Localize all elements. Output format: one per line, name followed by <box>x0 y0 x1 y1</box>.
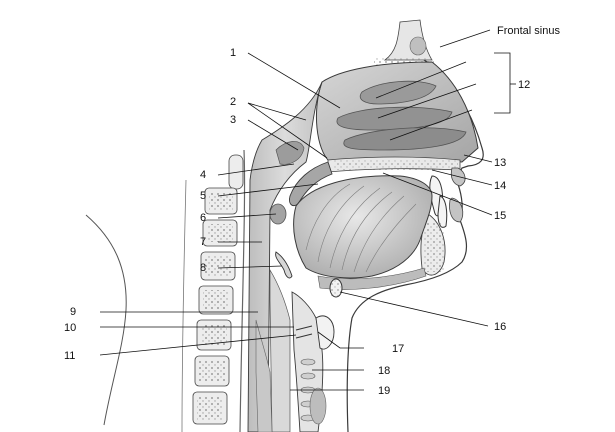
label-5: 5 <box>200 190 206 202</box>
frontal-sinus-cavity <box>409 36 427 56</box>
head-back-outline <box>85 214 127 426</box>
label-7: 7 <box>200 236 206 248</box>
label-2: 2 <box>230 96 236 108</box>
vocal-folds <box>295 325 313 339</box>
esophagus <box>255 319 273 432</box>
label-frontal-sinus: Frontal sinus <box>497 25 560 37</box>
label-15: 15 <box>494 210 506 222</box>
label-17: 17 <box>392 343 404 355</box>
laryngopharynx <box>269 268 291 432</box>
label-10: 10 <box>64 322 76 334</box>
label-8: 8 <box>200 262 206 274</box>
soft-palate <box>289 161 333 207</box>
spinal-cord-line <box>181 179 187 432</box>
label-1: 1 <box>230 47 236 59</box>
label-4: 4 <box>200 169 206 181</box>
label-9: 9 <box>70 306 76 318</box>
hard-palate-texture <box>334 160 458 170</box>
lower-incisor <box>437 195 448 228</box>
label-19: 19 <box>378 385 390 397</box>
mandible-texture <box>424 222 444 272</box>
tongue <box>293 175 433 279</box>
hyoid-texture <box>331 280 341 296</box>
tongue-muscle-fibers <box>305 183 417 273</box>
label-6: 6 <box>200 212 206 224</box>
label-13: 13 <box>494 157 506 169</box>
prevertebral-tissue <box>239 149 246 432</box>
vertebra-texture <box>197 192 233 420</box>
frontal-bone <box>383 19 433 61</box>
frontal-bone-texture <box>374 58 434 66</box>
upper-lip <box>450 167 466 187</box>
thyroid-gland <box>309 387 327 425</box>
label-3: 3 <box>230 114 236 126</box>
superior-concha <box>359 80 437 105</box>
palatine-tonsil <box>269 203 287 225</box>
label-18: 18 <box>378 365 390 377</box>
floor-of-mouth <box>317 267 427 290</box>
inferior-concha <box>343 127 467 151</box>
label-14: 14 <box>494 180 506 192</box>
label-12: 12 <box>518 79 530 91</box>
label-16: 16 <box>494 321 506 333</box>
pharynx-posterior-wall <box>247 81 323 432</box>
lower-lip <box>449 197 464 223</box>
leader-lines <box>99 29 516 391</box>
label-11: 11 <box>64 350 75 362</box>
epiglottis <box>275 251 293 279</box>
